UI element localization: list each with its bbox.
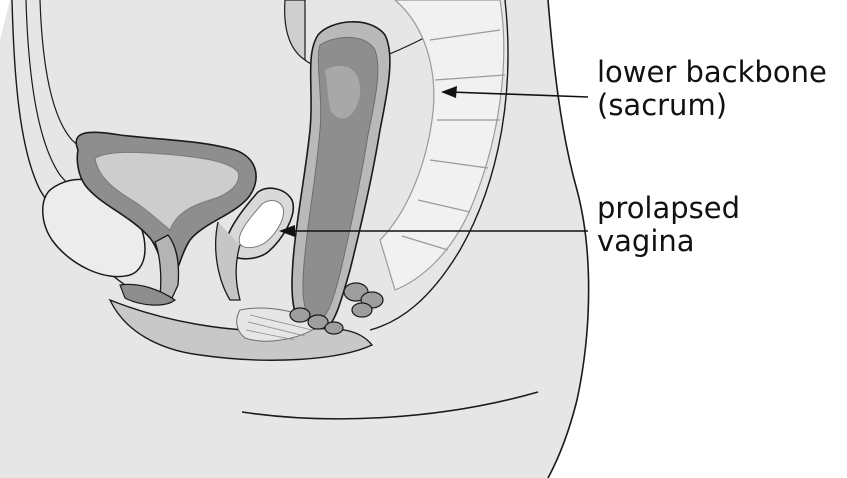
label-lower-backbone-line1: lower backbone bbox=[597, 56, 827, 89]
label-prolapsed-vagina-line2: vagina bbox=[597, 225, 740, 258]
label-lower-backbone: lower backbone (sacrum) bbox=[597, 56, 827, 122]
label-prolapsed-vagina: prolapsed vagina bbox=[597, 192, 740, 258]
label-lower-backbone-line2: (sacrum) bbox=[597, 89, 827, 122]
label-prolapsed-vagina-line1: prolapsed bbox=[597, 192, 740, 225]
